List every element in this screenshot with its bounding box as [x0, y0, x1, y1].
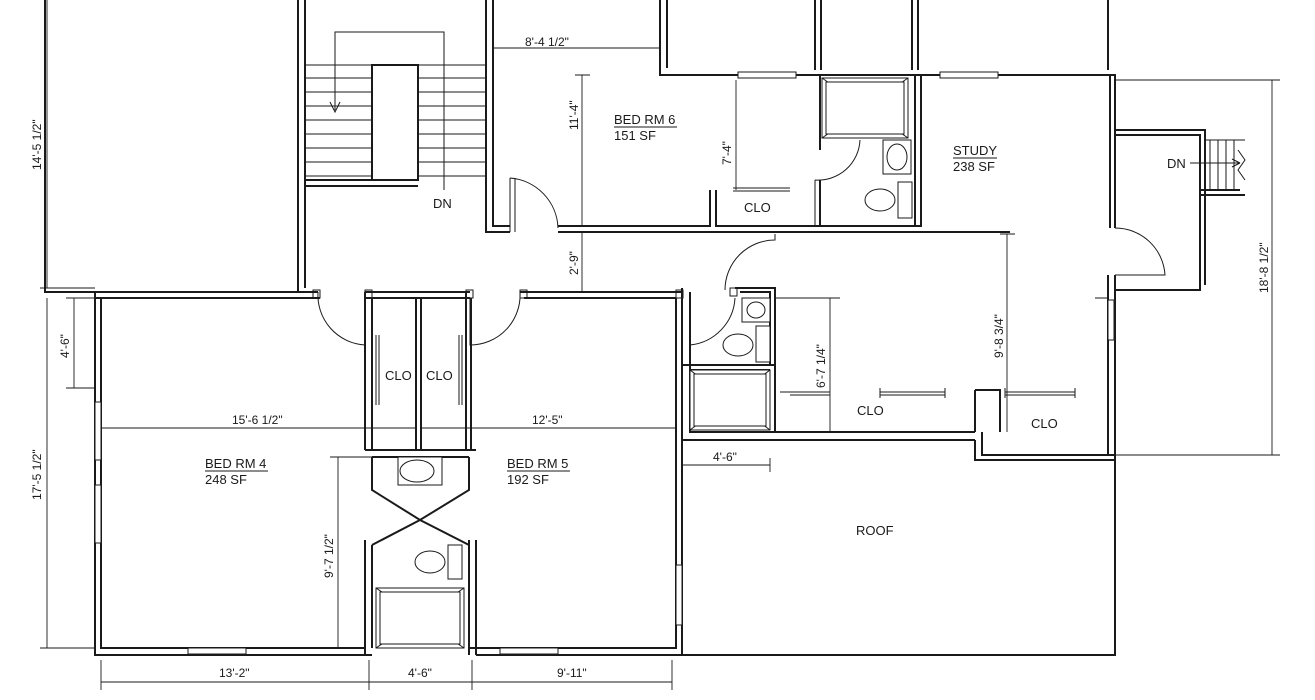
- fixtures: [375, 77, 913, 649]
- walls: [44, 0, 1245, 656]
- bed-rm-4-area: 248 SF: [205, 472, 247, 487]
- dim-bed4-width: 15'-6 1/2": [232, 413, 283, 427]
- dim-lower-left-height: 17'-5 1/2": [30, 449, 44, 500]
- dim-bottom-mid: 4'-6": [408, 666, 432, 680]
- dim-study-height: 9'-8 3/4": [992, 314, 1006, 358]
- bed-rm-5-label: BED RM 5: [507, 456, 568, 471]
- dim-bed6-closet-height: 7'-4": [720, 141, 734, 165]
- room-labels: BED RM 4 248 SF BED RM 5 192 SF BED RM 6…: [205, 112, 1186, 538]
- bed-rm-5-area: 192 SF: [507, 472, 549, 487]
- stair-down-main: DN: [433, 196, 452, 211]
- doors: [312, 139, 1166, 346]
- dim-bed6-height: 11'-4": [567, 100, 581, 130]
- bed-rm-4-label: BED RM 4: [205, 456, 266, 471]
- closet-rods: [375, 187, 1076, 405]
- bed-rm-6-area: 151 SF: [614, 128, 656, 143]
- closet-label-bed6: CLO: [744, 200, 771, 215]
- dim-bath-height: 9'-7 1/2": [322, 534, 336, 578]
- dim-hall-width: 2'-9": [567, 251, 581, 275]
- side-stair: [1190, 139, 1246, 190]
- dim-roof-offset: 4'-6": [713, 450, 737, 464]
- closet-label-left: CLO: [385, 368, 412, 383]
- main-stair: [305, 31, 486, 190]
- study-label: STUDY: [953, 143, 997, 158]
- dim-bed6-width: 8'-4 1/2": [525, 35, 569, 49]
- closet-label-study: CLO: [1031, 416, 1058, 431]
- roof-label: ROOF: [856, 523, 894, 538]
- dim-right-height: 18'-8 1/2": [1257, 242, 1271, 293]
- dim-bottom-left: 13'-2": [219, 666, 250, 680]
- dim-hall-closet-height: 6'-7 1/4": [814, 344, 828, 388]
- dim-bottom-right: 9'-11": [557, 666, 587, 680]
- dim-upper-left-height: 14'-5 1/2": [30, 119, 44, 170]
- dimension-labels: 14'-5 1/2" 17'-5 1/2" 4'-6" 15'-6 1/2" 1…: [30, 35, 1271, 680]
- dim-window-offset: 4'-6": [58, 334, 72, 358]
- dimension-lines: [40, 0, 1280, 690]
- study-area: 238 SF: [953, 159, 995, 174]
- bed-rm-6-label: BED RM 6: [614, 112, 675, 127]
- dim-bed5-width: 12'-5": [532, 413, 563, 427]
- windows: [94, 71, 1115, 655]
- closet-label-right: CLO: [426, 368, 453, 383]
- closet-label-hall: CLO: [857, 403, 884, 418]
- stair-down-side: DN: [1167, 156, 1186, 171]
